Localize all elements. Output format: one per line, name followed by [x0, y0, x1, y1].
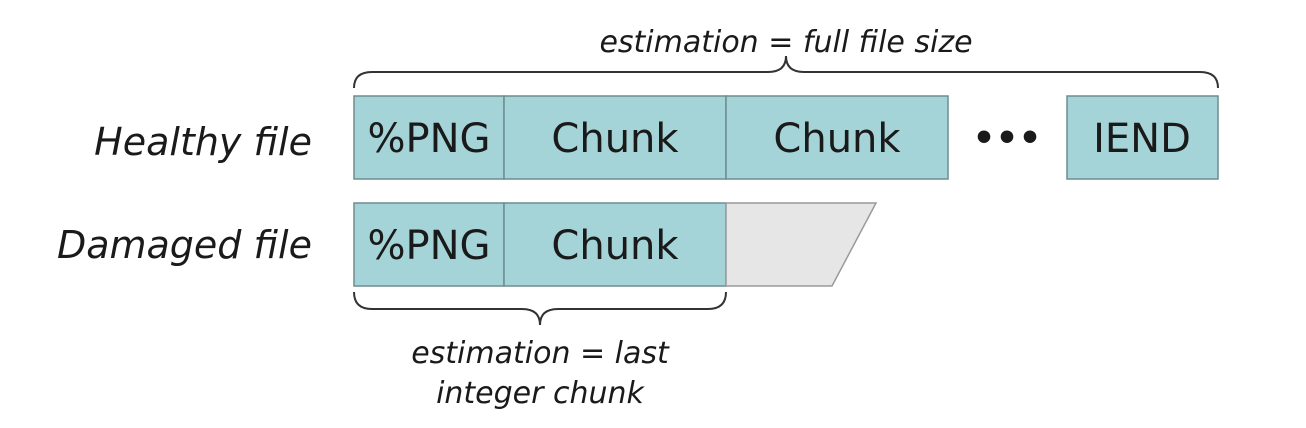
- healthy-png-text: %PNG: [367, 116, 490, 162]
- healthy-png-block: [353, 95, 505, 180]
- ellipsis: •••: [972, 118, 1041, 159]
- healthy-chunk-block-2: [725, 95, 949, 180]
- healthy-chunk-text-1: Chunk: [551, 116, 679, 162]
- truncated-chunk: [725, 202, 878, 287]
- top-brace: [353, 55, 1219, 89]
- damaged-chunk-text: Chunk: [551, 223, 679, 269]
- damaged-png-text: %PNG: [367, 223, 490, 269]
- estimation-last-chunk-label-line2: integer chunk: [436, 376, 645, 411]
- bottom-brace: [353, 291, 727, 326]
- damaged-file-blocks: %PNG Chunk: [353, 202, 878, 287]
- healthy-iend-text: IEND: [1093, 116, 1191, 162]
- estimation-full-label: estimation = full file size: [599, 25, 972, 60]
- damaged-chunk-block: [503, 202, 727, 287]
- healthy-iend-block: [1066, 95, 1219, 180]
- damaged-file-label: Damaged file: [57, 223, 312, 267]
- healthy-chunk-block-1: [503, 95, 727, 180]
- estimation-last-chunk-label-line1: estimation = last: [411, 336, 670, 371]
- healthy-chunk-text-2: Chunk: [773, 116, 901, 162]
- healthy-file-label: Healthy file: [94, 120, 312, 164]
- healthy-file-blocks: %PNG Chunk Chunk ••• IEND: [353, 95, 1219, 180]
- damaged-png-block: [353, 202, 505, 287]
